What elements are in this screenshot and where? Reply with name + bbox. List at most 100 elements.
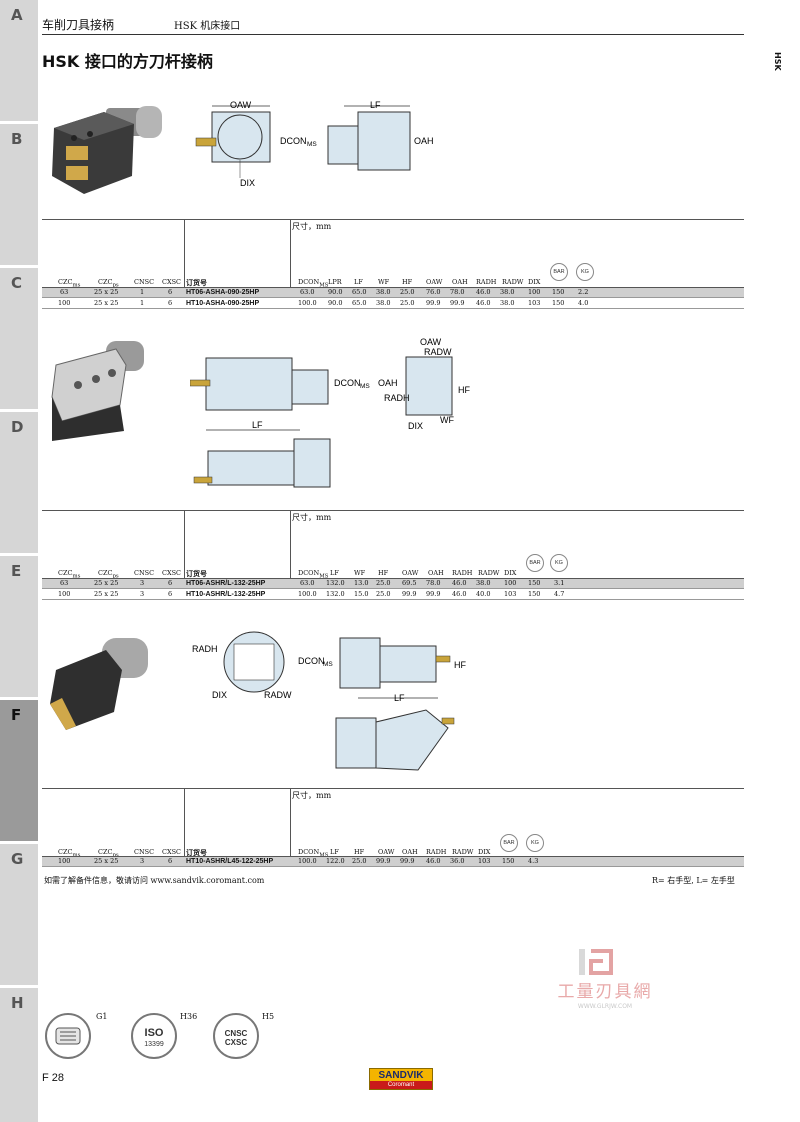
drawing-2-end: OAH OAW RADW RADH HF WF DIX — [378, 337, 470, 431]
header-dcon: DCONMS — [298, 848, 329, 859]
product-image-2 — [51, 341, 144, 441]
table-row: 63 25 x 25 1 6 HT06-ASHA-090-25HP 63.0 9… — [42, 288, 744, 298]
label-dcon: DCON — [280, 136, 307, 146]
weight-icon: KG — [526, 834, 544, 852]
brand-name: SANDVIK — [378, 1070, 424, 1081]
tab-letter: A — [11, 6, 23, 24]
tab-letter: E — [11, 562, 22, 580]
cnsc-icon-text: CNSC — [225, 1029, 248, 1038]
page-number: F 28 — [42, 1072, 65, 1084]
header-czc-ms: CZCms — [58, 569, 81, 580]
tab-e[interactable]: E — [0, 556, 38, 700]
header-radw: RADW — [478, 569, 500, 577]
label-ms: MS — [360, 383, 370, 390]
header-czc-ps: CZCps — [98, 278, 119, 289]
table-row: 100 25 x 25 3 6 HT10-ASHR/L-132-25HP 100… — [42, 590, 744, 600]
tab-letter: F — [11, 706, 22, 724]
watermark-logo-icon — [579, 949, 613, 975]
header-radh: RADH — [452, 569, 473, 577]
drawing-2-side: DCON MS LF — [190, 357, 370, 431]
toolholder-ref-icon[interactable] — [44, 1012, 92, 1060]
table-1: 尺寸，mm BAR KG CZCms CZCps CNSC CXSC 订货号 D… — [42, 219, 744, 312]
brand-sub: Coromant — [370, 1081, 432, 1089]
label-dix: DIX — [408, 421, 423, 431]
tab-letter: C — [11, 274, 23, 292]
page-title: HSK 接口的方刀杆接柄 — [42, 52, 213, 71]
drawing-3-side: DCON MS HF LF — [298, 637, 466, 703]
label-hf: HF — [454, 660, 466, 670]
tab-h[interactable]: H — [0, 988, 38, 1122]
tab-a[interactable]: A — [0, 0, 38, 124]
bar-icon: BAR — [550, 263, 568, 281]
header-cnsc: CNSC — [134, 848, 155, 856]
cxsc-icon-sub: CXSC — [225, 1038, 247, 1047]
label-oah: OAH — [414, 136, 434, 146]
label-ms: MS — [323, 661, 333, 668]
header-order-code: 订货号 — [186, 571, 207, 578]
header-cxsc: CXSC — [162, 278, 182, 286]
header-oaw: OAW — [378, 848, 395, 856]
label-dix: DIX — [240, 178, 255, 188]
ref-code-h36: H36 — [180, 1012, 198, 1021]
label-dcon: DCON — [298, 656, 325, 666]
label-radh: RADH — [192, 644, 218, 654]
header-cnsc: CNSC — [134, 569, 155, 577]
label-dix: DIX — [212, 690, 227, 700]
watermark-url: WWW.GLRJW.COM — [577, 1003, 633, 1010]
drawing-3-end: RADH DIX RADW — [192, 631, 292, 700]
tab-d[interactable]: D — [0, 412, 38, 556]
drawing-3-top — [335, 709, 455, 771]
iso-13399-icon[interactable]: ISO 13399 — [130, 1012, 178, 1060]
product-image-1 — [52, 106, 162, 194]
label-oaw: OAW — [230, 100, 252, 110]
header-oaw: OAW — [402, 569, 419, 577]
label-radw: RADW — [424, 347, 452, 357]
header-dix: DIX — [528, 278, 541, 286]
header-cxsc: CXSC — [162, 848, 182, 856]
page-header: 车削刀具接柄 HSK 机床接口 — [42, 14, 744, 35]
footnote-spare-parts: 如需了解备件信息，敬请访问 www.sandvik.coromant.com — [44, 876, 265, 885]
cnsc-cxsc-icon[interactable]: CNSC CXSC — [212, 1012, 260, 1060]
header-dcon: DCONMS — [298, 278, 329, 289]
header-oah: OAH — [402, 848, 418, 856]
label-wf: WF — [440, 415, 454, 425]
header-radw: RADW — [502, 278, 524, 286]
header-radw: RADW — [452, 848, 474, 856]
table-3: 尺寸，mm BAR KG CZCms CZCps CNSC CXSC 订货号 D… — [42, 788, 744, 868]
header-cnsc: CNSC — [134, 278, 155, 286]
tab-strip: A B C D E F G H — [0, 0, 38, 1122]
header-wf: WF — [354, 569, 366, 577]
tab-letter: D — [11, 418, 24, 436]
tab-b[interactable]: B — [0, 124, 38, 268]
tab-letter: H — [11, 994, 24, 1012]
header-order-code: 订货号 — [186, 850, 207, 857]
weight-icon: KG — [576, 263, 594, 281]
header-hf: HF — [402, 278, 413, 286]
header-lf: LF — [354, 278, 363, 286]
watermark: 工量刃具網 WWW.GLRJW.COM — [535, 945, 675, 1015]
header-czc-ps: CZCps — [98, 569, 119, 580]
header-lpr: LPR — [328, 278, 342, 286]
drawing-1-side: LF DCON MS OAH — [280, 100, 434, 171]
header-hf: HF — [354, 848, 365, 856]
tab-letter: G — [11, 850, 24, 868]
label-lf: LF — [394, 693, 405, 703]
tab-g[interactable]: G — [0, 844, 38, 988]
header-radh: RADH — [426, 848, 447, 856]
tab-c[interactable]: C — [0, 268, 38, 412]
subsection-title: HSK 机床接口 — [174, 21, 241, 32]
watermark-text: 工量刃具網 — [557, 982, 653, 1002]
header-oah: OAH — [452, 278, 468, 286]
tab-f[interactable]: F — [0, 700, 38, 844]
label-oaw: OAW — [420, 337, 442, 347]
section-title: 车削刀具接柄 — [42, 18, 115, 32]
header-dcon: DCONMS — [298, 569, 329, 580]
drawing-1-front: OAW DIX — [195, 100, 271, 188]
label-radw: RADW — [264, 690, 292, 700]
iso-icon-sub: 13399 — [144, 1041, 164, 1048]
header-oah: OAH — [428, 569, 444, 577]
product-image-3 — [50, 638, 148, 730]
dimension-note: 尺寸，mm — [292, 222, 332, 231]
header-lf: LF — [330, 569, 339, 577]
sandvik-logo: SANDVIK Coromant — [369, 1068, 433, 1090]
